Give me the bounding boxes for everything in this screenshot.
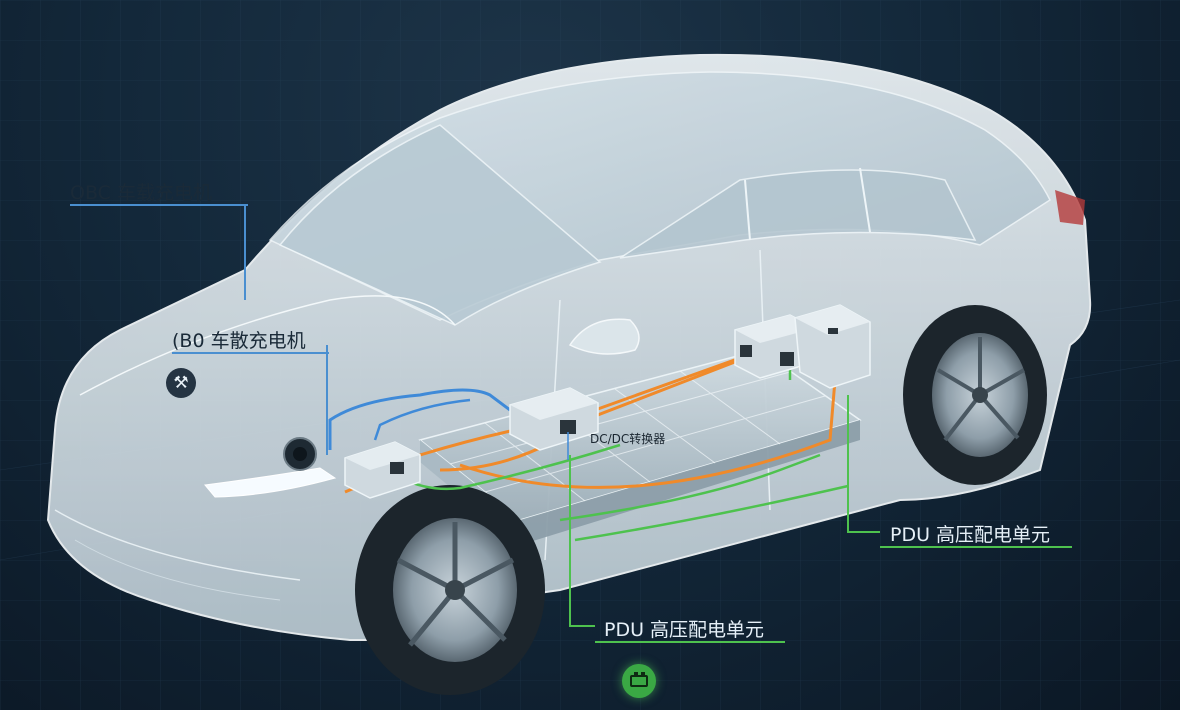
dcdc-unit — [509, 387, 599, 451]
battery-icon — [622, 664, 656, 698]
pdu-bottom-label: PDU 高压配电单元 — [604, 619, 765, 641]
car-body — [46, 53, 1092, 641]
pdu-cables — [399, 370, 849, 542]
dcdc-label: DC/DC转换器 — [590, 432, 666, 446]
battery-terminal-right — [641, 672, 645, 675]
front-wheel — [355, 485, 545, 695]
obc-top-label: OBC 车载充电机 — [70, 182, 212, 204]
pdu-bottom-underline — [595, 641, 785, 643]
pdu-units — [734, 304, 871, 389]
obc-mid-underline — [172, 352, 329, 354]
battery-terminal-left — [634, 672, 638, 675]
pdu-right-label: PDU 高压配电单元 — [890, 524, 1051, 546]
pdu-bottom-leader-line — [569, 455, 595, 627]
lv-cable — [328, 388, 511, 450]
battery-body — [630, 675, 648, 687]
wrench-icon: ⚒ — [166, 368, 196, 398]
pdu-right-leader-line — [847, 395, 880, 533]
obc-mid-label: (B0 车散充电机 — [172, 330, 306, 352]
obc-unit — [344, 441, 421, 499]
rear-wheel — [903, 305, 1047, 485]
obc-top-underline — [70, 204, 248, 206]
pdu-right-underline — [880, 546, 1072, 548]
